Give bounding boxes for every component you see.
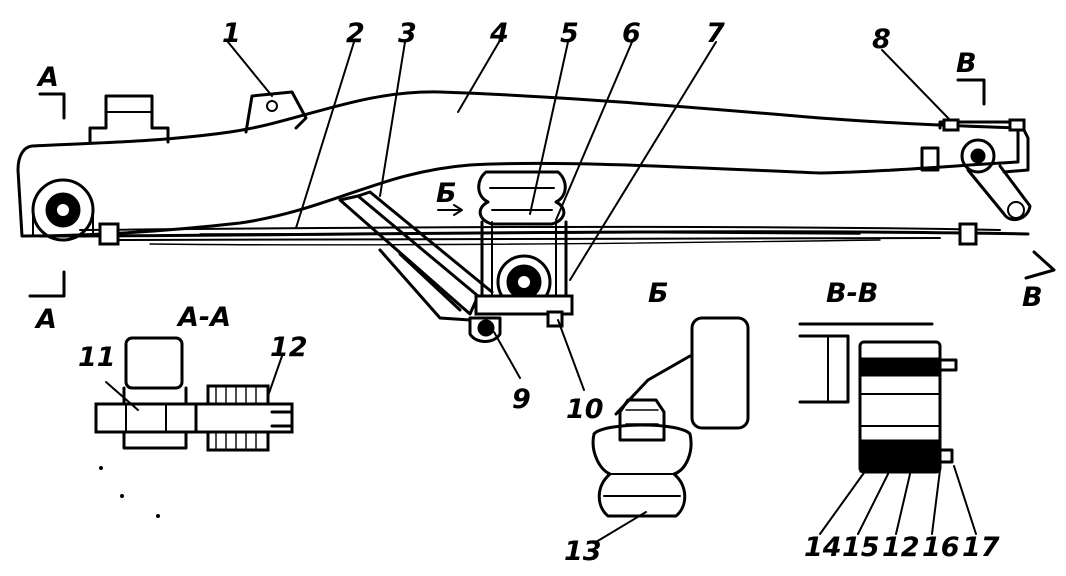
callout-12: 12	[270, 332, 308, 363]
top-bracket	[88, 94, 170, 144]
leader-lines	[227, 41, 951, 391]
section-mark-v-top: В	[956, 48, 977, 79]
callout-labels: 1 2 3 4 5 6 7 8 9 10 11 12 13 14 15 12 1…	[78, 18, 1000, 567]
callout-1: 1	[222, 18, 241, 49]
callout-11: 11	[78, 342, 116, 373]
callout-13: 13	[564, 536, 602, 567]
lower-links	[378, 248, 472, 322]
specks	[99, 466, 160, 518]
section-mark-a-top: А	[36, 62, 59, 93]
section-a-a	[94, 336, 294, 452]
callout-7: 7	[706, 18, 725, 49]
callout-4: 4	[489, 18, 509, 49]
callout-16: 16	[922, 532, 960, 563]
left-eye-bushing	[31, 178, 95, 242]
callout-2: 2	[346, 18, 365, 49]
callout-15: 15	[842, 532, 880, 563]
main-assembly	[16, 41, 1056, 391]
leaf-spring	[38, 222, 1030, 246]
callout-8: 8	[872, 24, 891, 55]
title-view-b: Б	[648, 278, 669, 309]
section-mark-v-bottom: В	[1022, 282, 1043, 313]
title-section-a-a: А-А	[176, 302, 231, 333]
section-marks	[28, 78, 1056, 298]
callout-12b: 12	[882, 532, 920, 563]
part-1-bracket	[244, 90, 308, 134]
suspension-arm	[16, 90, 1020, 238]
right-shackle	[920, 118, 1032, 222]
callout-5: 5	[560, 18, 579, 49]
section-mark-b: Б	[436, 178, 457, 209]
center-hub	[468, 220, 574, 343]
callout-3: 3	[398, 18, 417, 49]
callout-9: 9	[512, 384, 531, 415]
callout-6: 6	[622, 18, 641, 49]
part-3-strut	[338, 190, 494, 316]
callout-10: 10	[566, 394, 604, 425]
section-mark-a-bottom: А	[34, 304, 57, 335]
section-v-v	[798, 322, 977, 535]
callout-14: 14	[804, 532, 842, 563]
title-section-v-v: В-В	[826, 278, 878, 309]
section-labels: А А Б В В А-А Б В-В	[34, 48, 1043, 335]
center-air-spring	[477, 170, 567, 226]
view-b	[591, 316, 750, 543]
callout-17: 17	[962, 532, 1000, 563]
